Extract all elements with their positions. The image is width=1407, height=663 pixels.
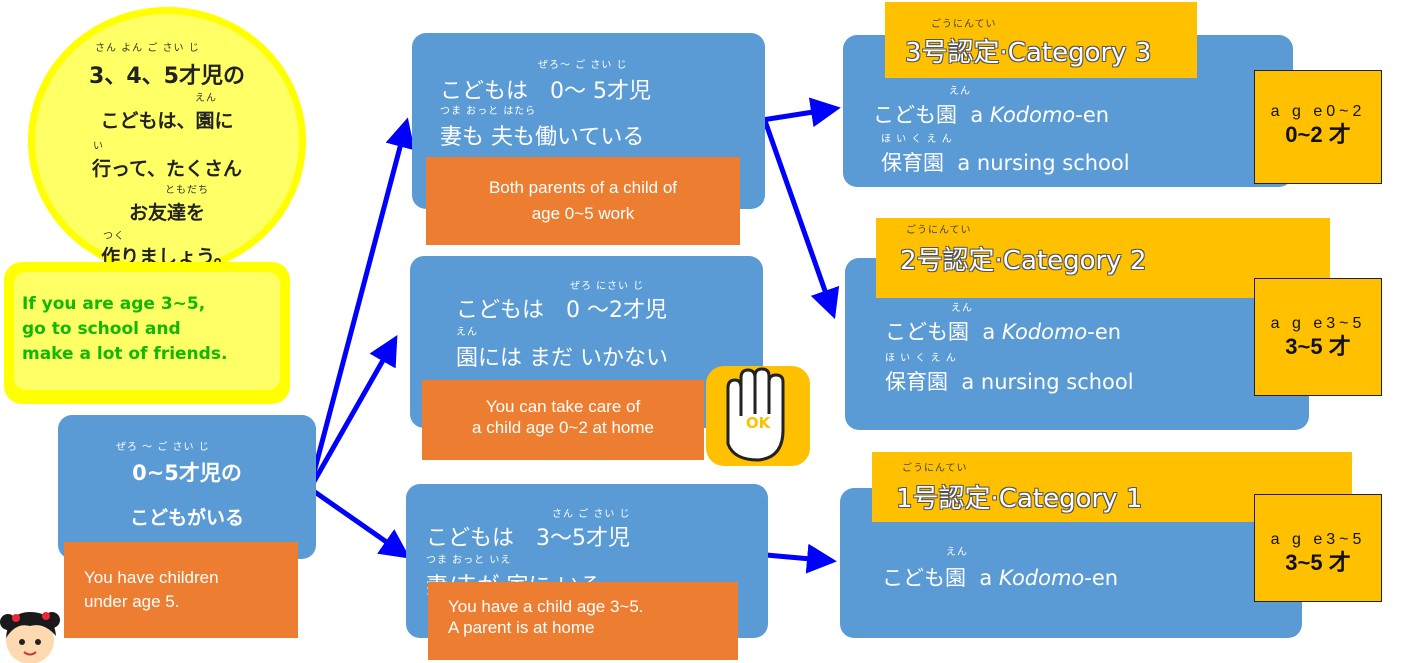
cat3-fac2-furigana: ほ い く え ん (881, 134, 953, 145)
girl-mascot-icon (0, 612, 60, 663)
branch-mid-line2-furigana: えん (456, 327, 478, 338)
english-line1: If you are age 3~5, (22, 294, 206, 314)
start-note-line2: under age 5. (84, 592, 180, 611)
cat1-age-small: a g e3~5 (1270, 531, 1366, 548)
cat3-title: 3号認定·Category 3 (905, 38, 1152, 68)
branch-top-line1: こどもは 0～ 5才児 (440, 79, 651, 104)
cat3-age-big: 0~2 才 (1285, 122, 1351, 147)
cat2-fac1-jp: こども園 (885, 320, 969, 344)
branch-bot-note: You have a child age 3~5. A parent is at… (428, 582, 738, 660)
english-line3: make a lot of friends. (22, 344, 228, 364)
cat3-facility-2: 保育園 a nursing school (881, 147, 1130, 177)
cat2-age-badge: a g e3~5 3~5 才 (1254, 278, 1382, 396)
branch-mid-line2: 園には まだ いかない (456, 346, 668, 371)
circle-line1: 3、4、5才児の (89, 64, 245, 89)
cat1-title-furigana: ごうにんてい (902, 463, 968, 474)
cat2-fac1-furigana: えん (951, 303, 973, 314)
cat1-fac1-jp: こども園 (882, 566, 966, 590)
start-line1: 0~5才児の (132, 461, 242, 485)
cat2-title-furigana: ごうにんてい (906, 225, 972, 236)
cat1-fac1-kodomo: Kodomo (998, 566, 1085, 590)
cat3-fac1-kodomo: Kodomo (989, 103, 1076, 127)
circle-line1-furigana: さん よん ご さい じ (95, 43, 200, 54)
branch-bot-line1-furigana: さん ご さい じ (552, 509, 631, 520)
cat1-age-big: 3~5 才 (1285, 550, 1351, 575)
branch-bot-line1: こどもは 3～5才児 (426, 526, 630, 551)
start-line2: こどもがいる (129, 507, 244, 529)
branch-top-note: Both parents of a child of age 0~5 work (426, 157, 740, 245)
cat3-fac1-a: a (970, 103, 984, 127)
arrow-to-branch-mid (309, 334, 398, 487)
english-line2: go to school and (22, 319, 181, 339)
start-note-line1: You have children (84, 568, 219, 587)
branch-mid-note: You can take care of a child age 0~2 at … (422, 380, 704, 460)
cat3-facility-1: こども園 a Kodomo-en (873, 99, 1109, 129)
cat2-fac2-jp: 保育園 (885, 370, 948, 394)
cat1-fac1-en-suffix: -en (1084, 566, 1119, 590)
cat2-facility-2: 保育園 a nursing school (885, 366, 1134, 396)
branch-bot-note-line2: A parent is at home (448, 618, 595, 637)
start-line1-furigana: ぜろ ～ ご さい じ (116, 442, 210, 453)
branch-mid-note-line1: You can take care of (485, 397, 641, 416)
cat2-fac2-furigana: ほ い く え ん (885, 353, 957, 364)
branch-top-line2-furigana: つま おっと はたら (440, 106, 537, 117)
circle-line3: 行って、たくさん (91, 158, 243, 180)
cat3-age-badge: a g e0~2 0~2 才 (1254, 70, 1382, 184)
branch-mid-note-line2: a child age 0~2 at home (472, 418, 654, 437)
cat2-facility-1: こども園 a Kodomo-en (885, 316, 1121, 346)
cat3-fac1-jp: こども園 (873, 103, 957, 127)
branch-top-line1-furigana: ぜろ～ ご さい じ (538, 60, 628, 71)
branch-top-line2: 妻も 夫も働いている (440, 125, 645, 150)
start-note: You have children under age 5. (64, 542, 298, 638)
circle-line2-furigana: えん (195, 93, 217, 104)
cat3-fac1-furigana: えん (949, 86, 971, 97)
branch-mid-line1-furigana: ぜろ にさい じ (570, 281, 645, 292)
encouragement-circle: さん よん ご さい じ 3、4、5才児の えん こどもは、園に い 行って、た… (28, 7, 306, 275)
cat3-fac2-en: a nursing school (957, 151, 1130, 175)
branch-bot-note-line1: You have a child age 3~5. (448, 597, 644, 616)
cat2-title: 2号認定·Category 2 (900, 246, 1147, 276)
branch-mid-line1: こどもは 0 ～2才児 (456, 298, 667, 323)
cat3-title-bar: ごうにんてい 3号認定·Category 3 (885, 2, 1197, 78)
branch-top-note-line1: Both parents of a child of (488, 178, 678, 197)
ok-hand-icon: OK (706, 366, 810, 466)
cat1-age-badge: a g e3~5 3~5 才 (1254, 494, 1382, 602)
start-box: ぜろ ～ ご さい じ 0~5才児の こどもがいる (58, 415, 316, 559)
cat2-fac2-en: a nursing school (961, 370, 1134, 394)
circle-line3-furigana: い (93, 141, 104, 152)
cat1-fac1-furigana: えん (946, 547, 968, 558)
arrow-to-cat3 (761, 97, 841, 128)
cat3-title-furigana: ごうにんてい (931, 19, 997, 30)
branch-bot-line2-furigana: つま おっと いえ (426, 555, 512, 566)
cat1-fac1-a: a (979, 566, 993, 590)
arrow-to-cat2 (761, 117, 840, 320)
circle-line2: こどもは、園に (100, 110, 234, 132)
circle-line5-furigana: つく (103, 231, 125, 242)
branch-top-note-line2: age 0~5 work (531, 204, 635, 223)
cat1-facility-1: こども園 a Kodomo-en (882, 562, 1118, 592)
cat2-fac1-kodomo: Kodomo (1001, 320, 1088, 344)
cat3-age-small: a g e0~2 (1270, 103, 1366, 120)
arrow-to-cat1 (765, 543, 837, 574)
english-message-box: If you are age 3~5, go to school and mak… (4, 262, 290, 404)
cat2-fac1-a: a (982, 320, 996, 344)
cat1-title: 1号認定·Category 1 (896, 484, 1143, 514)
arrow-to-branch-top (309, 117, 415, 481)
cat2-age-big: 3~5 才 (1285, 334, 1351, 359)
cat2-age-small: a g e3~5 (1270, 315, 1366, 332)
arrow-to-branch-bot (310, 487, 411, 559)
cat2-fac1-en-suffix: -en (1087, 320, 1122, 344)
circle-line4: お友達を (128, 202, 205, 224)
cat3-fac1-en-suffix: -en (1075, 103, 1110, 127)
cat3-fac2-jp: 保育園 (881, 151, 944, 175)
ok-label: OK (745, 414, 771, 432)
circle-line4-furigana: ともだち (165, 185, 209, 196)
